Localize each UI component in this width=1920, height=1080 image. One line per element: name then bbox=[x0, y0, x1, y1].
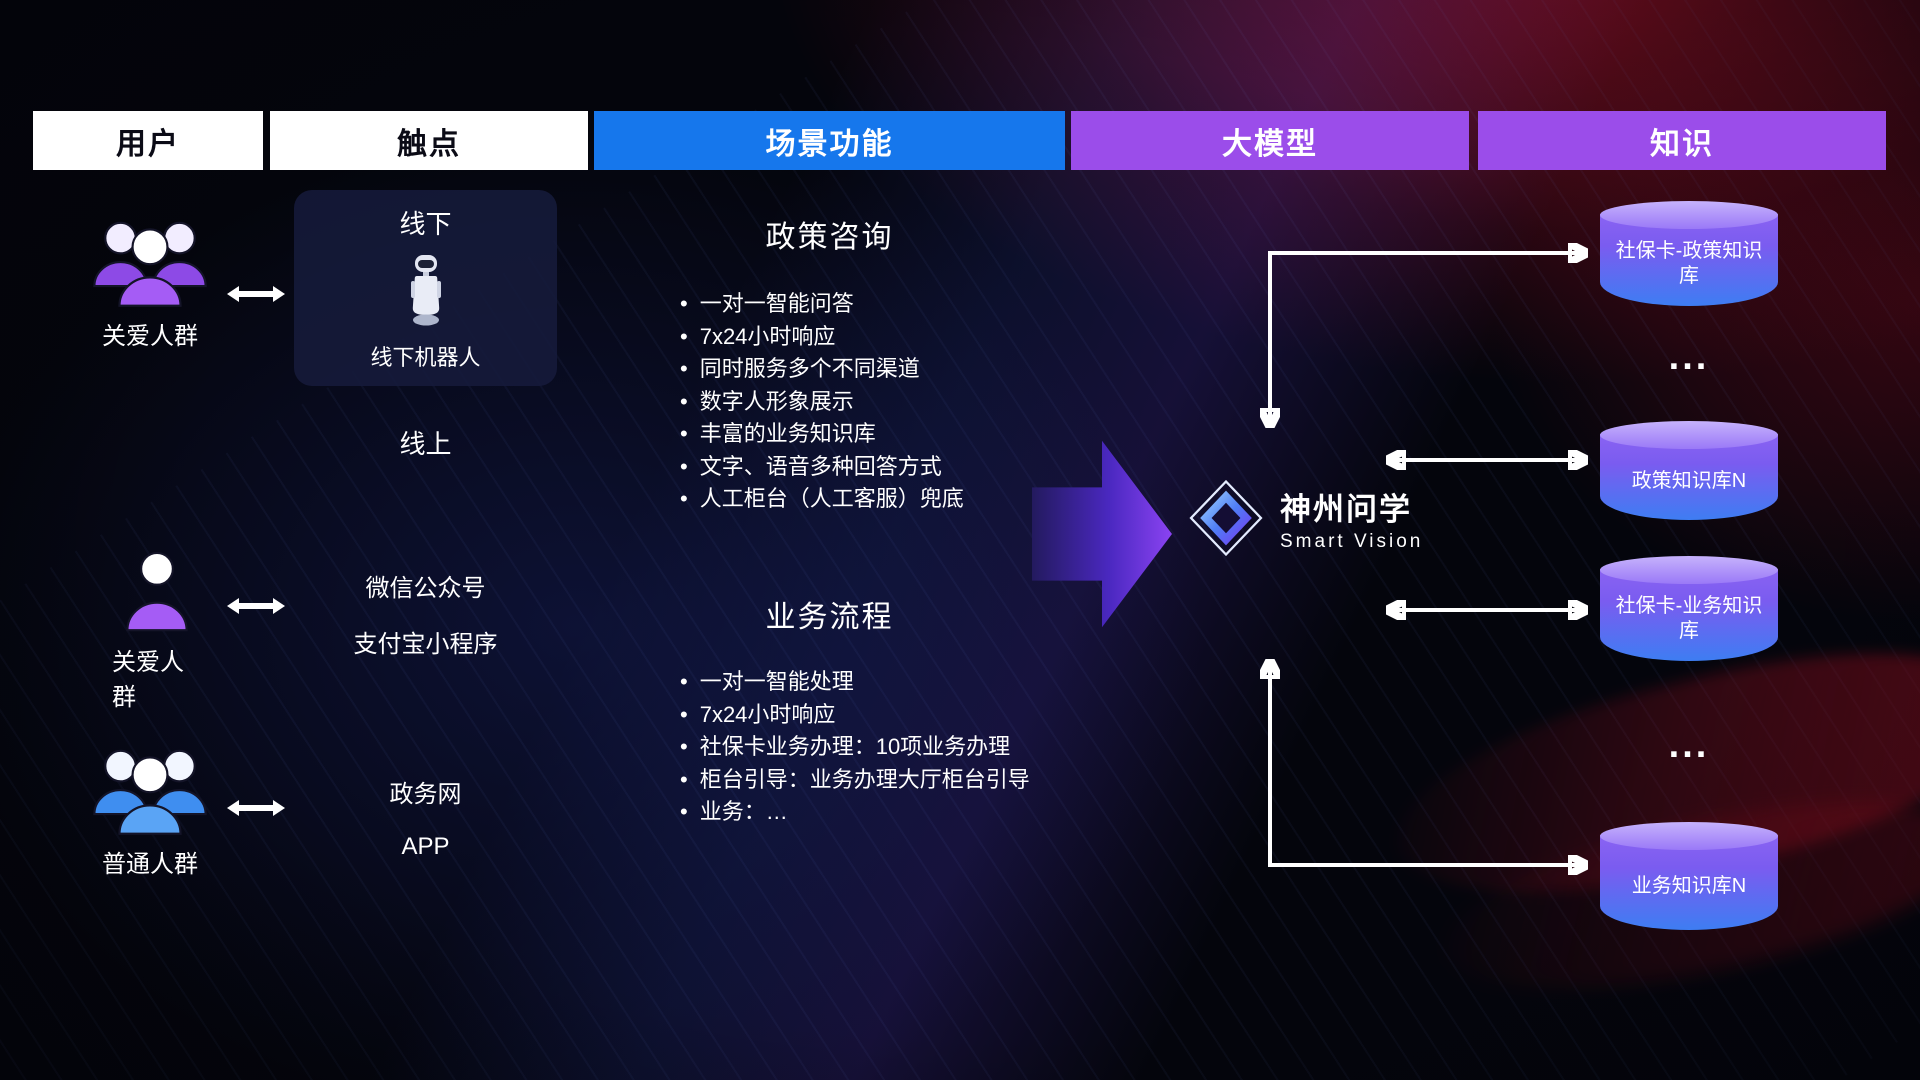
database-top-ellipse bbox=[1600, 822, 1778, 850]
ellipsis-more-kb: ... bbox=[1668, 724, 1710, 766]
list-item: 人工柜台（人工客服）兜底 bbox=[680, 483, 964, 516]
knowledge-db-policy-n: 政策知识库N bbox=[1600, 421, 1778, 520]
robot-icon bbox=[410, 254, 441, 325]
database-icon: 政策知识库N bbox=[1600, 421, 1778, 520]
model-name: 神州问学 bbox=[1280, 491, 1412, 527]
scene-title-business: 业务流程 bbox=[765, 601, 894, 634]
knowledge-db-social-policy: 社保卡-政策知识库 bbox=[1600, 201, 1778, 306]
knowledge-db-social-business: 社保卡-业务知识库 bbox=[1600, 556, 1778, 661]
list-item: 数字人形象展示 bbox=[680, 386, 964, 419]
db-label: 业务知识库N bbox=[1631, 875, 1747, 897]
channel-app: APP bbox=[401, 833, 450, 860]
list-item: 7x24小时响应 bbox=[680, 699, 1030, 732]
user-group-care-1: 关爱人群 bbox=[78, 214, 222, 351]
database-icon: 业务知识库N bbox=[1600, 822, 1778, 930]
channel-gov-web: 政务网 bbox=[389, 781, 462, 808]
list-item: 文字、语音多种回答方式 bbox=[680, 451, 964, 484]
list-item: 同时服务多个不同渠道 bbox=[680, 353, 964, 386]
double-arrow-icon bbox=[227, 800, 285, 816]
channel-alipay: 支付宝小程序 bbox=[353, 631, 498, 658]
offline-title: 线下 bbox=[399, 209, 452, 239]
db-label: 政策知识库N bbox=[1631, 469, 1747, 492]
database-top-ellipse bbox=[1600, 201, 1778, 229]
model-subtitle: Smart Vision bbox=[1280, 530, 1424, 552]
model-logo: 神州问学 Smart Vision bbox=[1188, 478, 1423, 558]
offline-touchpoint-card: 线下 线下机器人 bbox=[294, 190, 557, 386]
scene-business-list: 一对一智能处理 7x24小时响应 社保卡业务办理：10项业务办理 柜台引导：业务… bbox=[680, 666, 1030, 829]
channel-wechat: 微信公众号 bbox=[365, 575, 486, 602]
user-group-care-2: 关爱人群 bbox=[112, 546, 202, 712]
database-top-ellipse bbox=[1600, 421, 1778, 449]
list-item: 社保卡业务办理：10项业务办理 bbox=[680, 731, 1030, 764]
list-item: 7x24小时响应 bbox=[680, 321, 964, 354]
list-item: 柜台引导：业务办理大厅柜台引导 bbox=[680, 764, 1030, 797]
column-header-touchpoints: 触点 bbox=[270, 111, 588, 170]
ellipsis-more-kb: ... bbox=[1668, 336, 1710, 378]
user-group-label: 关爱人群 bbox=[102, 323, 198, 350]
double-arrow-icon bbox=[227, 286, 285, 302]
user-group-ordinary: 普通人群 bbox=[78, 742, 222, 879]
scene-title-policy: 政策咨询 bbox=[765, 221, 894, 254]
column-header-users: 用户 bbox=[33, 111, 263, 170]
online-title: 线上 bbox=[399, 429, 452, 459]
knowledge-db-business-n: 业务知识库N bbox=[1600, 822, 1778, 930]
offline-robot-label: 线下机器人 bbox=[370, 345, 481, 370]
column-header-scene-functions: 场景功能 bbox=[594, 111, 1065, 170]
person-purple-icon bbox=[126, 551, 188, 632]
column-header-knowledge: 知识 bbox=[1478, 111, 1886, 170]
double-arrow-icon bbox=[227, 598, 285, 614]
db-label: 社保卡-政策知识库 bbox=[1615, 240, 1763, 287]
user-group-label: 普通人群 bbox=[102, 851, 198, 878]
database-top-ellipse bbox=[1600, 556, 1778, 584]
list-item: 一对一智能问答 bbox=[680, 288, 964, 321]
scene-policy-list: 一对一智能问答 7x24小时响应 同时服务多个不同渠道 数字人形象展示 丰富的业… bbox=[680, 288, 964, 516]
list-item: 业务：… bbox=[680, 796, 1030, 829]
user-group-label: 关爱人群 bbox=[112, 649, 184, 711]
group-people-blue-icon bbox=[93, 749, 207, 835]
database-icon: 社保卡-政策知识库 bbox=[1600, 201, 1778, 306]
list-item: 一对一智能处理 bbox=[680, 666, 1030, 699]
column-header-large-model: 大模型 bbox=[1071, 111, 1469, 170]
diamond-gem-logo-icon bbox=[1189, 479, 1263, 557]
list-item: 丰富的业务知识库 bbox=[680, 418, 964, 451]
database-icon: 社保卡-业务知识库 bbox=[1600, 556, 1778, 661]
db-label: 社保卡-业务知识库 bbox=[1615, 595, 1763, 642]
group-people-purple-icon bbox=[93, 221, 207, 307]
